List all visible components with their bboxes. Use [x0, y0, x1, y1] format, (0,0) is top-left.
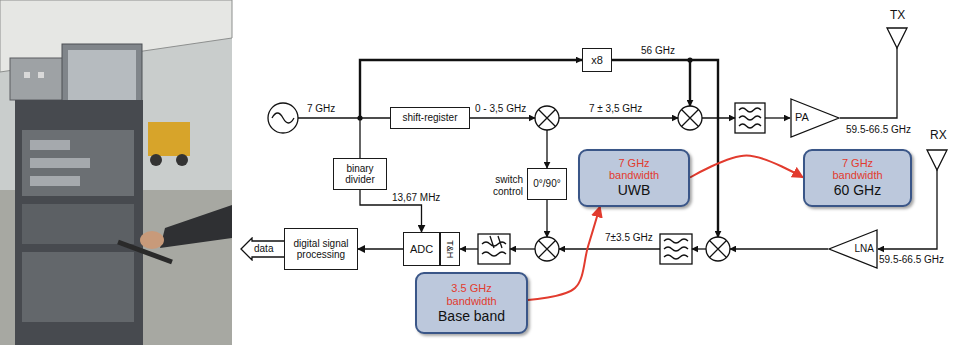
signal-label: 7±3.5 GHz [604, 232, 654, 244]
node-text: UWB [618, 182, 651, 198]
track-hold-box: T&H [440, 232, 460, 266]
oscillator-symbol [268, 103, 298, 133]
wire [510, 248, 535, 249]
mixer-cross [539, 110, 556, 127]
device-knob [24, 72, 30, 78]
wire [702, 117, 735, 118]
signal-connector [528, 207, 600, 301]
node-outline-shape [241, 238, 286, 260]
signal-label: switch control [474, 174, 524, 198]
wire [689, 60, 691, 106]
mixer-symbol [706, 237, 730, 261]
signal-label: 59.5-66.5 GHz [878, 254, 945, 266]
rack-panel [22, 204, 134, 244]
filter-waves [739, 108, 761, 128]
bandpass-filter-symbol [660, 234, 692, 264]
signal-label: 59.5-66.5 GHz [845, 124, 912, 136]
wire [546, 200, 547, 237]
node-text: shift-register [402, 112, 457, 124]
signal-label: 56 GHz [640, 45, 676, 57]
mixer-cross [539, 241, 556, 258]
node-text: data [254, 243, 273, 255]
background-vehicle [148, 122, 190, 156]
node-text: 60 GHz [834, 182, 881, 198]
signal-connector [690, 156, 803, 178]
bandwidth-callout: 7 GHz bandwidth60 GHz [803, 149, 912, 207]
rack-module [30, 140, 70, 150]
equipment-rack [15, 100, 143, 345]
node-text: PA [795, 111, 809, 124]
amplifier-triangle: LNA [828, 229, 878, 269]
vehicle-wheel [150, 154, 162, 166]
bandwidth-callout: 3.5 GHz bandwidthBase band [415, 272, 528, 334]
wire [730, 248, 828, 249]
connector-label: 13,67 MHz [391, 192, 441, 204]
signal-connector [358, 248, 403, 249]
converter-box: ADC [403, 232, 440, 266]
person-hand [140, 231, 164, 249]
node-text: 0°/90° [533, 178, 560, 190]
node-text: T&H [445, 240, 455, 258]
node-outline-shape [829, 230, 877, 268]
filter-waves [664, 239, 688, 259]
node-text: LNA [855, 243, 874, 255]
junction-dot [687, 57, 692, 62]
rack-module [30, 158, 90, 168]
mixer-cross [710, 241, 727, 258]
amplifier-triangle: PA [790, 98, 840, 138]
antenna-symbol [887, 28, 907, 48]
wire [546, 130, 547, 168]
processing-box: digital signal processing [284, 228, 358, 270]
wire [559, 117, 678, 118]
bandwidth-callout: 7 GHz bandwidthUWB [578, 149, 690, 207]
divider-box: binary divider [333, 158, 387, 190]
photo-background [0, 0, 232, 345]
node-outline-shape [791, 99, 839, 137]
node-text: 3.5 GHz bandwidth [440, 282, 504, 307]
junction-dot [357, 115, 362, 120]
device-knob [38, 72, 44, 78]
antenna-name: TX [889, 8, 906, 22]
mixer-cross [682, 110, 699, 127]
node-text: 7 GHz bandwidth [602, 157, 666, 182]
bandpass-filter-symbol [735, 103, 765, 133]
node-text: binary divider [334, 163, 386, 186]
signal-label: 7 ± 3,5 GHz [588, 103, 643, 115]
node-text: x8 [591, 54, 603, 67]
signal-label: 0 - 3,5 GHz [474, 103, 527, 115]
wire [298, 117, 390, 118]
mixer-symbol [535, 106, 559, 130]
vehicle-wheel [176, 154, 188, 166]
person-sleeve [160, 205, 232, 248]
antenna-name: RX [929, 128, 948, 142]
lowpass-filter-symbol [478, 234, 510, 264]
antenna-symbol [927, 150, 947, 170]
node-text: ADC [410, 243, 433, 256]
node-text: digital signal processing [285, 238, 357, 261]
top-device [10, 58, 65, 100]
wire [559, 248, 660, 249]
mixer-symbol [535, 237, 559, 261]
wire [460, 248, 478, 249]
wire [692, 248, 706, 249]
node-text: Base band [438, 308, 505, 324]
wire [359, 118, 360, 158]
rack-panel [22, 130, 134, 196]
photo-ground [0, 190, 232, 345]
rack-module [30, 176, 80, 186]
signal-label: 7 GHz [306, 103, 336, 115]
wire [765, 117, 790, 118]
register-box: shift-register [390, 107, 470, 129]
wire [470, 117, 535, 118]
output-arrow: data [240, 237, 287, 261]
multiplier-box: x8 [582, 48, 612, 72]
filter-waves [482, 236, 506, 256]
phase-shifter-box: 0°/90° [527, 168, 567, 200]
wire [840, 48, 897, 118]
node-text: 7 GHz bandwidth [826, 157, 890, 182]
rack-panel [22, 252, 134, 322]
sine-symbol [272, 113, 294, 123]
mixer-symbol [678, 106, 702, 130]
